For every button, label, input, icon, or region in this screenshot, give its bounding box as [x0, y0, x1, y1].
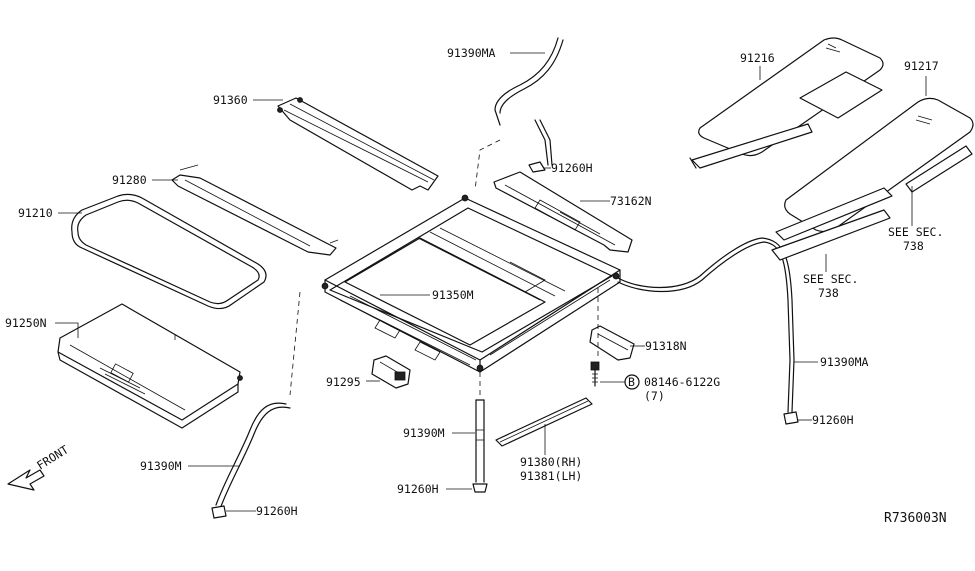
label-see-sec-center: SEE SEC.	[803, 272, 858, 286]
front-rail-91360	[277, 97, 439, 191]
dashed-connector-left	[289, 291, 301, 396]
label-91260h-top: 91260H	[551, 161, 593, 175]
panel-91216	[689, 37, 884, 169]
frame-assembly-91350m	[321, 194, 621, 373]
label-91210: 91210	[18, 206, 53, 220]
label-91318n: 91318N	[645, 339, 687, 353]
label-see-sec-right: SEE SEC.	[888, 225, 943, 239]
bolt-08146-6122g	[590, 361, 600, 387]
label-see-sec-center-num: 738	[818, 286, 839, 300]
drain-hose-91390ma-top	[494, 37, 564, 173]
label-91260h-left: 91260H	[256, 504, 298, 518]
drain-hose-91390m-center	[472, 399, 488, 493]
label-91295: 91295	[326, 375, 361, 389]
panel-91217	[771, 97, 974, 261]
label-91381-lh: 91381(LH)	[520, 469, 582, 483]
drain-hose-91390ma-right	[617, 237, 799, 425]
label-91390ma-right: 91390MA	[820, 355, 869, 369]
label-91260h-right: 91260H	[812, 413, 854, 427]
front-arrow-icon	[7, 469, 45, 491]
label-front: FRONT	[34, 442, 71, 472]
label-bolt-qty: (7)	[644, 389, 665, 403]
label-91217: 91217	[904, 59, 939, 73]
drain-hose-91390m-left	[211, 402, 291, 519]
label-91350m: 91350M	[432, 288, 474, 302]
bracket-73162n	[493, 171, 633, 253]
bracket-91318n	[589, 325, 635, 361]
label-bolt-code: 08146-6122G	[644, 375, 720, 389]
label-91216: 91216	[740, 51, 775, 65]
label-91360: 91360	[213, 93, 248, 107]
label-91390ma-top: 91390MA	[447, 46, 496, 60]
label-91280: 91280	[112, 173, 147, 187]
glass-91210	[71, 193, 267, 310]
reference-code: R736003N	[884, 511, 947, 526]
label-91390m-left: 91390M	[140, 459, 182, 473]
dashed-connector-top	[474, 139, 501, 191]
label-91380-rh: 91380(RH)	[520, 455, 582, 469]
label-91390m-center: 91390M	[403, 426, 445, 440]
seal-91280	[171, 164, 339, 256]
label-91250n: 91250N	[5, 316, 47, 330]
motor-91295	[371, 355, 411, 389]
label-73162n: 73162N	[610, 194, 652, 208]
label-bolt-circle: B	[628, 375, 635, 389]
strip-91380-91381	[495, 397, 593, 447]
label-see-sec-right-num: 738	[903, 239, 924, 253]
label-91260h-center: 91260H	[397, 482, 439, 496]
sunshade-91250n	[57, 303, 243, 429]
